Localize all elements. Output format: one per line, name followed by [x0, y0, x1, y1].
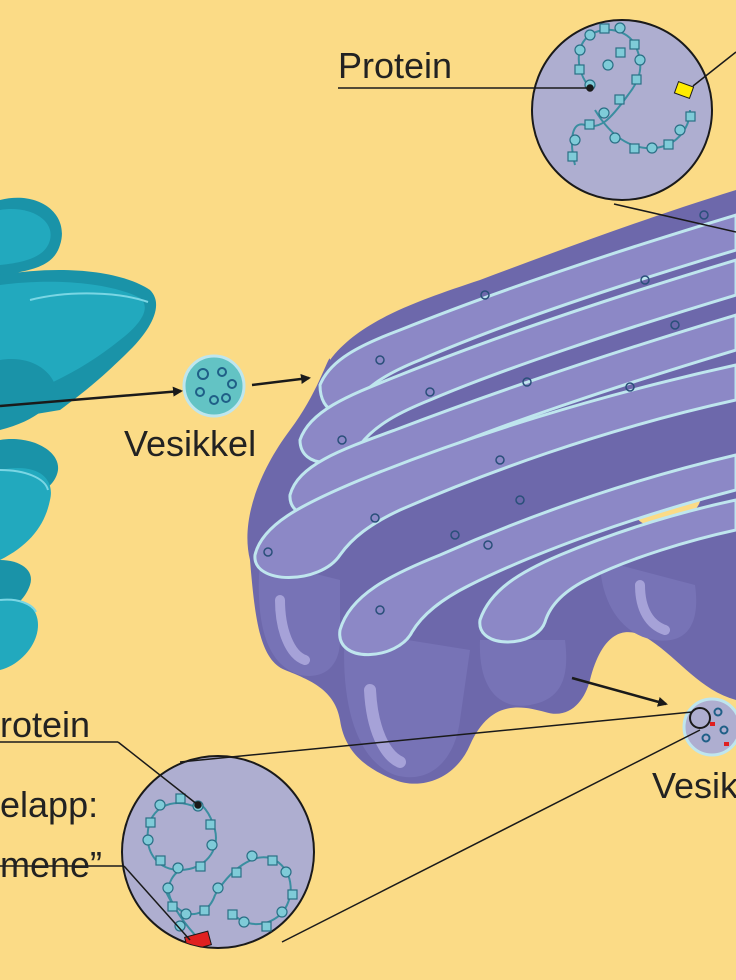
flow-arrows — [0, 374, 668, 707]
label-vesicle-right: Vesik — [652, 765, 736, 806]
endoplasmic-reticulum-icon — [0, 197, 157, 670]
label-tag-line2: mene” — [0, 844, 103, 885]
label-protein-bottom: rotein — [0, 704, 91, 745]
golgi-apparatus-icon — [247, 190, 736, 784]
vesicle-icon — [182, 354, 246, 418]
label-protein-top: Protein — [338, 45, 453, 86]
label-tag-line1: elapp: — [0, 784, 99, 825]
protein-chain-icon — [121, 755, 315, 949]
label-vesicle-middle: Vesikkel — [124, 423, 257, 464]
leader-lines — [0, 51, 736, 943]
protein-chain-icon — [531, 19, 713, 201]
tag-icon — [673, 80, 695, 100]
vesicle-icon — [682, 697, 736, 757]
